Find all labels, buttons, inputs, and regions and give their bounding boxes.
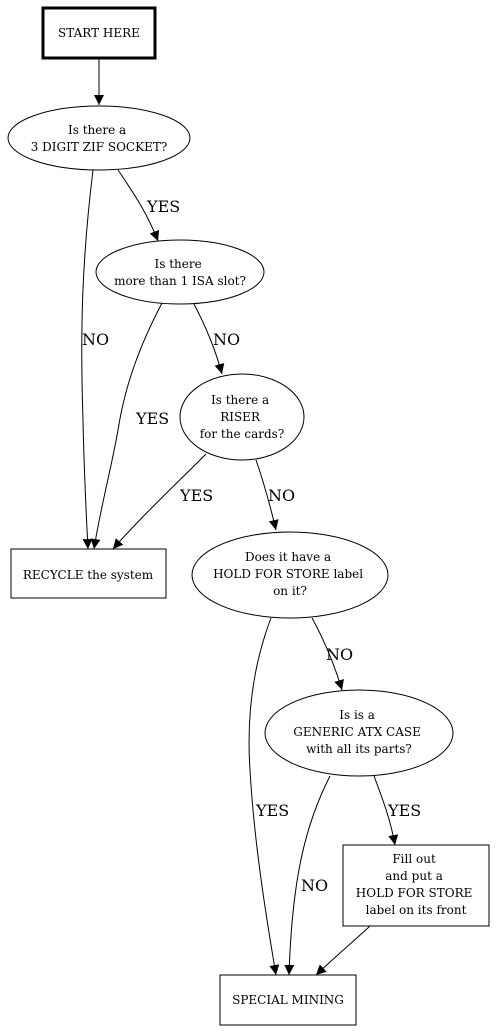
svg-text:RECYCLE the system: RECYCLE the system — [23, 568, 154, 582]
edge-atx-to-fill — [373, 775, 399, 846]
node-hold-for-store-question: Does it have a HOLD FOR STORE label on i… — [191, 531, 389, 619]
svg-text:SPECIAL MINING: SPECIAL MINING — [232, 993, 344, 1007]
node-recycle-system: RECYCLE the system — [10, 548, 167, 599]
node-hold-line-1: Does it have a — [245, 550, 331, 564]
node-generic-atx-question: Is is a GENERIC ATX CASE with all its pa… — [264, 689, 454, 777]
edge-label-isa-recycle: YES — [135, 409, 169, 428]
edge-fill-to-mining — [315, 925, 371, 976]
node-zif-socket-question: Is there a 3 DIGIT ZIF SOCKET? — [7, 105, 191, 171]
svg-text:Is there a RISER: Is there a RISER for the cards? — [200, 393, 285, 441]
svg-text:Is is a GENERIC ATX CA: Is is a GENERIC ATX CASE with all its pa… — [293, 708, 424, 756]
edge-label-atx-fill: YES — [387, 801, 421, 820]
node-fill-line-4: label on its front — [366, 903, 467, 917]
svg-text:START HERE: START HERE — [58, 26, 140, 40]
node-zif-line-2: 3 DIGIT ZIF SOCKET? — [31, 140, 168, 154]
edge-label-zif-recycle: NO — [82, 330, 109, 349]
node-isa-line-2: more than 1 ISA slot? — [114, 274, 246, 288]
node-fill-line-1: Fill out — [392, 852, 436, 866]
edge-label-hold-atx: NO — [326, 645, 353, 664]
edges: YES NO YES NO YES NO NO YES YES NO — [81, 58, 421, 976]
node-atx-line-2: GENERIC ATX CASE — [293, 725, 421, 739]
edge-riser-to-recycle — [112, 453, 207, 550]
node-riser-line-3: for the cards? — [200, 427, 285, 441]
svg-text:Does it have a HOLD FO: Does it have a HOLD FOR STORE label on i… — [213, 550, 367, 598]
edge-riser-to-hold — [255, 459, 279, 531]
node-zif-line-1: Is there a — [68, 123, 126, 137]
edge-atx-to-mining — [284, 775, 331, 976]
edge-label-riser-recycle: YES — [179, 486, 213, 505]
node-start-line-1: START HERE — [58, 26, 140, 40]
node-fill-out-label: Fill out and put a HOLD FOR STORE label … — [342, 844, 490, 927]
edge-hold-to-atx — [311, 617, 344, 691]
node-isa-slot-question: Is there more than 1 ISA slot? — [95, 239, 265, 305]
edge-zif-to-isa — [117, 169, 160, 242]
svg-text:Is there more than 1 I: Is there more than 1 ISA slot? — [114, 257, 246, 288]
edge-label-hold-mining: YES — [255, 801, 289, 820]
node-isa-line-1: Is there — [154, 257, 201, 271]
node-atx-line-1: Is is a — [339, 708, 375, 722]
node-special-mining: SPECIAL MINING — [219, 974, 357, 1026]
node-riser-question: Is there a RISER for the cards? — [179, 373, 305, 461]
svg-text:Is there a 3 DIGIT ZIF: Is there a 3 DIGIT ZIF SOCKET? — [31, 123, 168, 154]
node-recycle-line-1: RECYCLE the system — [23, 568, 154, 582]
edge-label-riser-hold: NO — [268, 486, 295, 505]
edge-label-zif-isa: YES — [146, 197, 180, 216]
svg-text:Fill out and put a: Fill out and put a HOLD FOR STORE label … — [356, 852, 476, 917]
edge-hold-to-mining — [248, 617, 280, 976]
node-hold-line-3: on it? — [273, 584, 307, 598]
edge-isa-to-riser — [193, 303, 225, 375]
node-mining-line-1: SPECIAL MINING — [232, 993, 344, 1007]
nodes: START HERE Is there a 3 DIGIT ZIF SOCKET… — [7, 6, 490, 1026]
edge-zif-to-recycle — [81, 169, 94, 550]
node-fill-line-2: and put a — [385, 869, 443, 883]
node-start-here: START HERE — [41, 6, 157, 60]
node-riser-line-2: RISER — [220, 410, 261, 424]
edge-label-isa-riser: NO — [213, 330, 240, 349]
node-hold-line-2: HOLD FOR STORE label — [213, 567, 363, 581]
edge-label-atx-mining: NO — [301, 876, 328, 895]
node-fill-line-3: HOLD FOR STORE — [356, 886, 473, 900]
node-riser-line-1: Is there a — [211, 393, 269, 407]
node-atx-line-3: with all its parts? — [306, 742, 412, 756]
edge-isa-to-recycle — [90, 302, 163, 550]
